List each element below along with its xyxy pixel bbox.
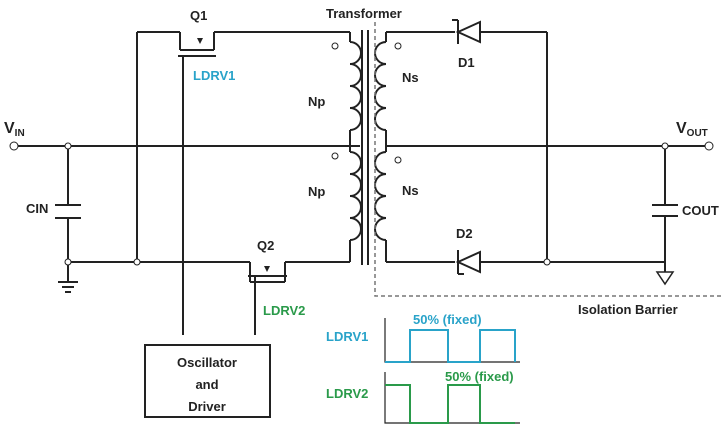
np-bottom-dot-icon [331,152,339,160]
np-bottom-label: Np [308,184,325,199]
secondary-coil-bottom [374,151,387,241]
cin-label: CIN [26,201,48,216]
duty2-label: 50% (fixed) [445,369,514,384]
ldrv2-waveform [385,384,515,424]
ns-bottom-dot-icon [394,156,402,164]
isolation-barrier-label: Isolation Barrier [578,302,678,317]
d1-diode-icon [455,20,481,44]
cout-label: COUT [682,203,719,218]
d2-label: D2 [456,226,473,241]
np-top-dot-icon [331,42,339,50]
wave-ldrv2-label: LDRV2 [326,386,368,401]
node-cin-top [64,142,72,150]
osc-line3: Driver [188,399,226,414]
wave-ldrv1-label: LDRV1 [326,329,368,344]
isolation-barrier-line [374,22,724,297]
node-secondary-right [543,258,551,266]
vout-terminal [704,141,714,151]
node-cin-bottom [64,258,72,266]
osc-line1: Oscillator [177,355,237,370]
q1-label: Q1 [190,8,207,23]
duty1-label: 50% (fixed) [413,312,482,327]
q2-body-diode-icon [264,266,270,272]
ldrv2-gate-label: LDRV2 [263,303,305,318]
ns-bottom-label: Ns [402,183,419,198]
ns-top-dot-icon [394,42,402,50]
secondary-coil-top [374,41,387,131]
oscillator-driver-box [144,344,271,418]
osc-line2: and [195,377,218,392]
d1-label: D1 [458,55,475,70]
primary-coil-bottom [349,151,362,241]
d2-diode-icon [455,250,481,274]
vout-label: VOUT [676,120,708,139]
transformer-label: Transformer [326,6,402,21]
ldrv1-gate-label: LDRV1 [193,68,235,83]
node-cout-top [661,142,669,150]
primary-coil-top [349,41,362,131]
q1-body-diode-icon [197,38,203,44]
ns-top-label: Ns [402,70,419,85]
ldrv1-waveform [385,329,516,363]
np-top-label: Np [308,94,325,109]
vin-label: VIN [4,120,25,139]
vin-terminal [9,141,19,151]
secondary-ground-icon [655,271,675,286]
node-q1-source [133,258,141,266]
q2-label: Q2 [257,238,274,253]
ldrv2-axes [384,372,520,424]
